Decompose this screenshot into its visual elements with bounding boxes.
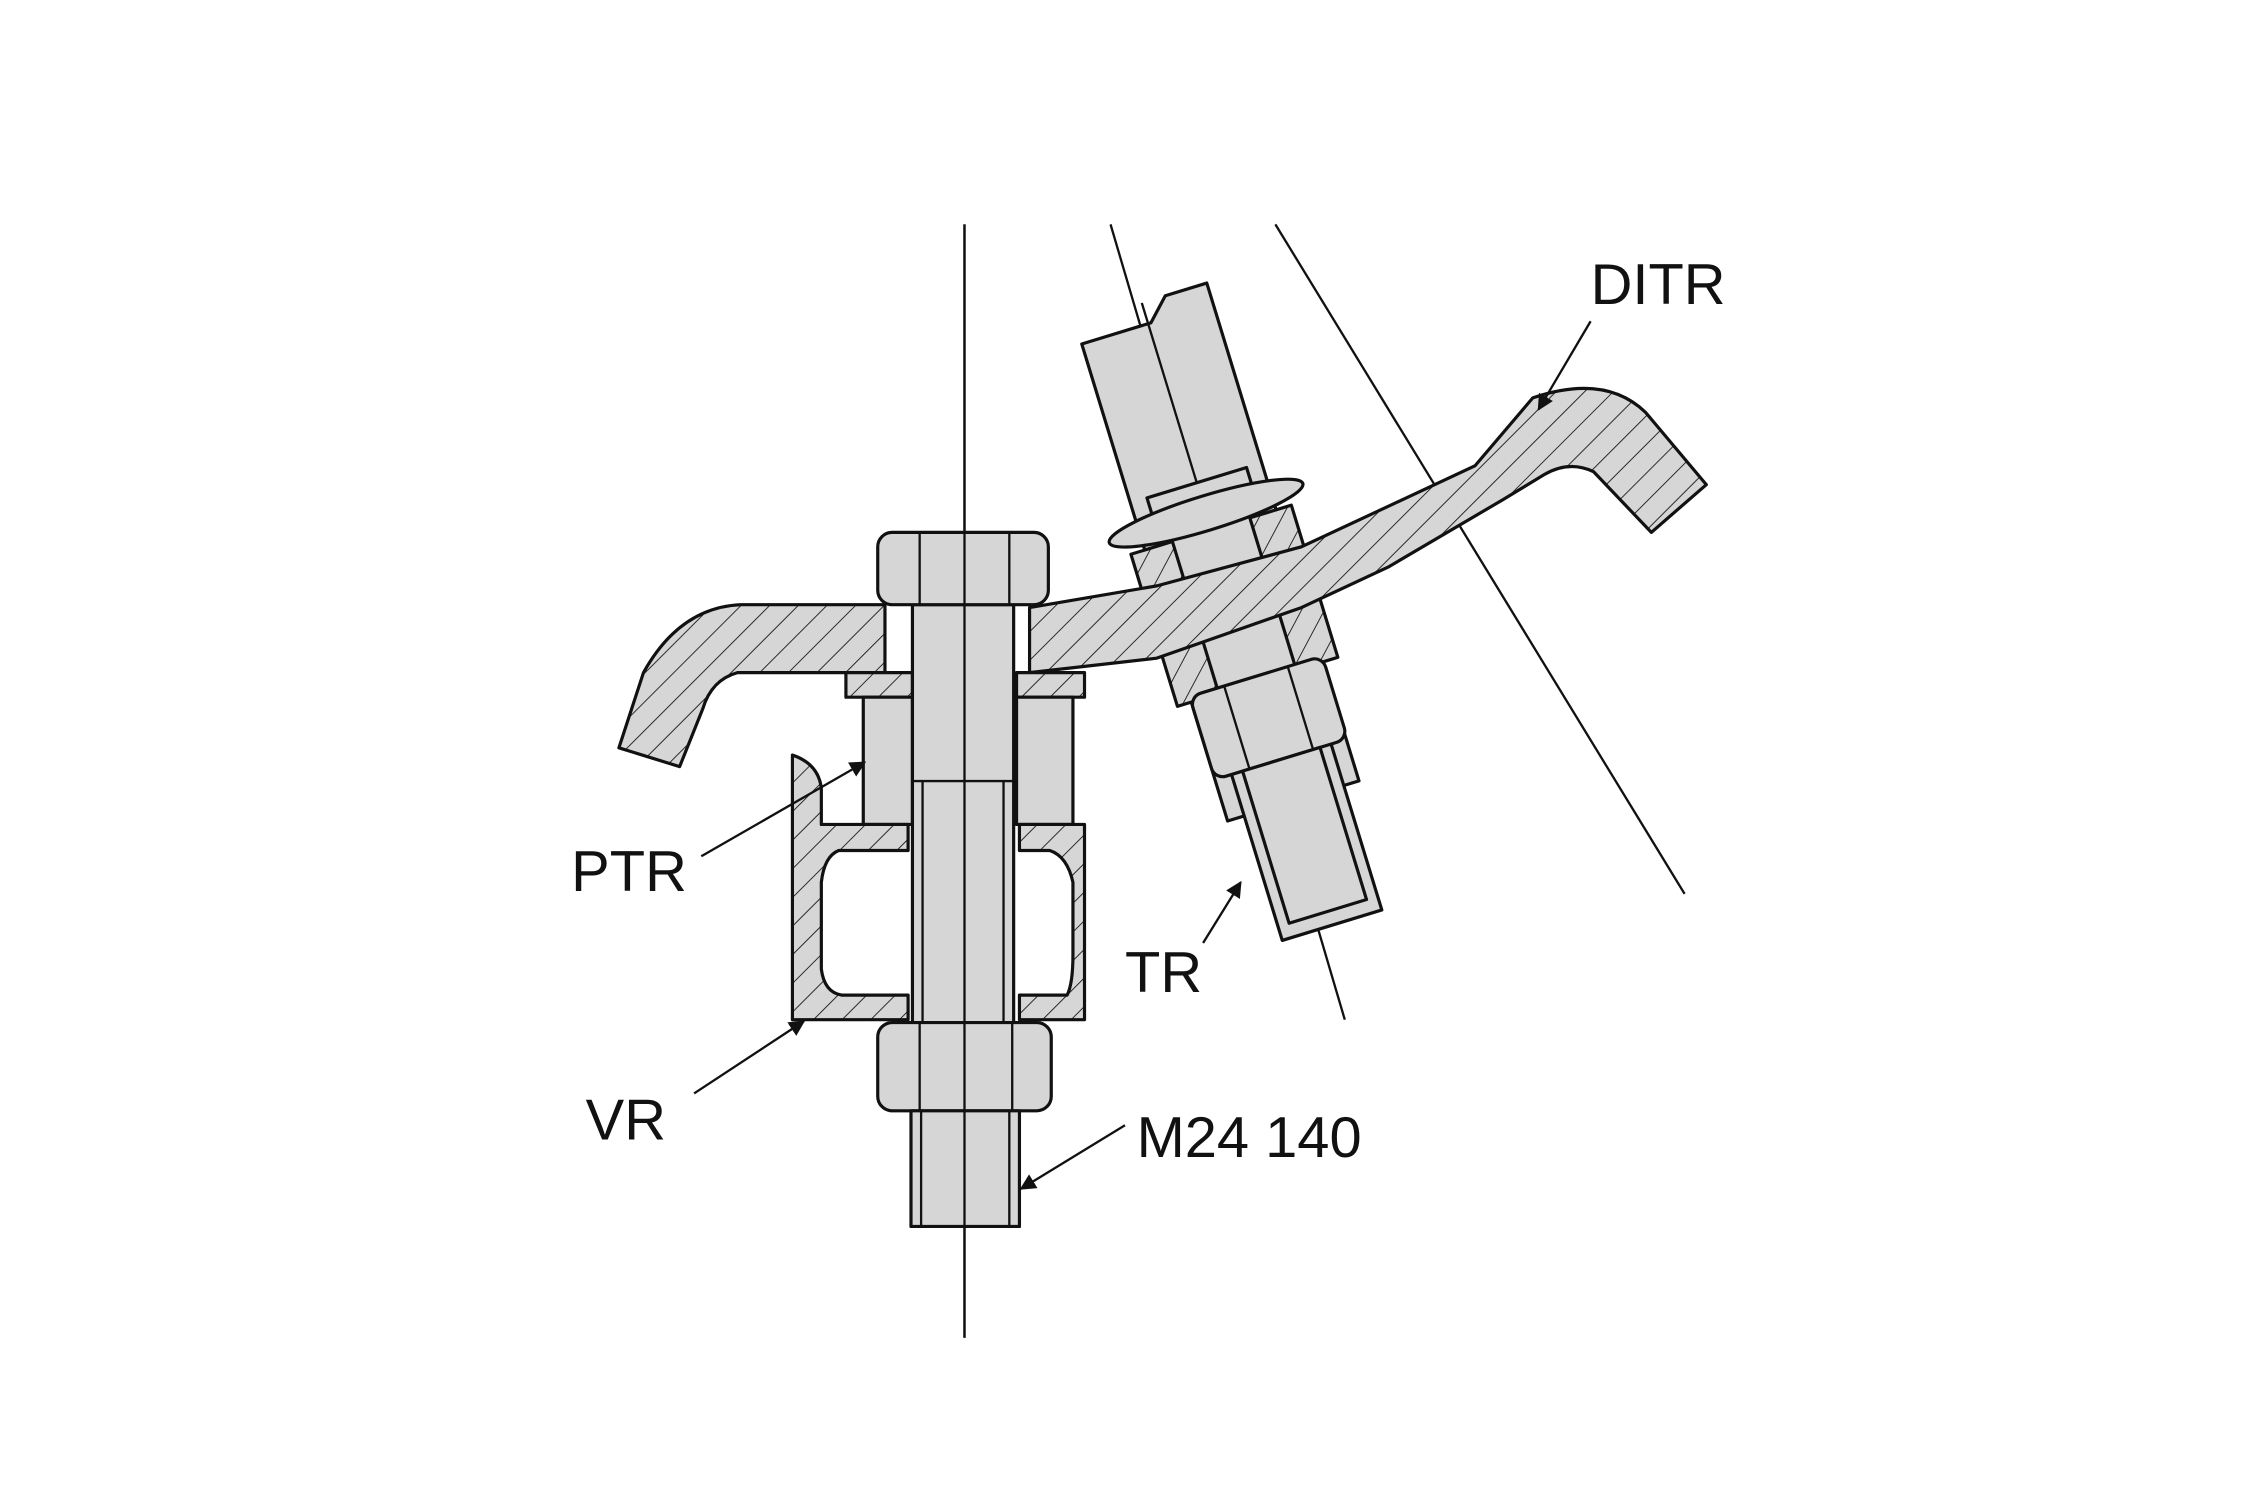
ptr-sleeve-right (1014, 695, 1075, 827)
ptr-leader (700, 761, 867, 858)
vr-leader (693, 1020, 806, 1095)
washer-left (844, 671, 915, 699)
bolt-head-nut (876, 530, 1050, 607)
bolt-shank (910, 603, 1016, 1026)
ditr-leader (1537, 320, 1592, 411)
bolt-leader (1019, 1124, 1126, 1190)
rail-line-2 (1274, 223, 1686, 895)
label-ditr: DITR (1591, 253, 1726, 317)
left-clamp-hook (617, 603, 887, 769)
label-tr: TR (1125, 941, 1202, 1005)
tr-leader (1202, 880, 1242, 944)
label-ptr: PTR (571, 840, 687, 904)
label-vr: VR (586, 1089, 666, 1153)
label-bolt-size: M24 140 (1137, 1106, 1362, 1170)
washer-right (1014, 671, 1087, 699)
vr-channel-left (790, 753, 910, 1022)
vr-channel-right (1017, 822, 1087, 1022)
ptr-sleeve-left (861, 695, 915, 827)
